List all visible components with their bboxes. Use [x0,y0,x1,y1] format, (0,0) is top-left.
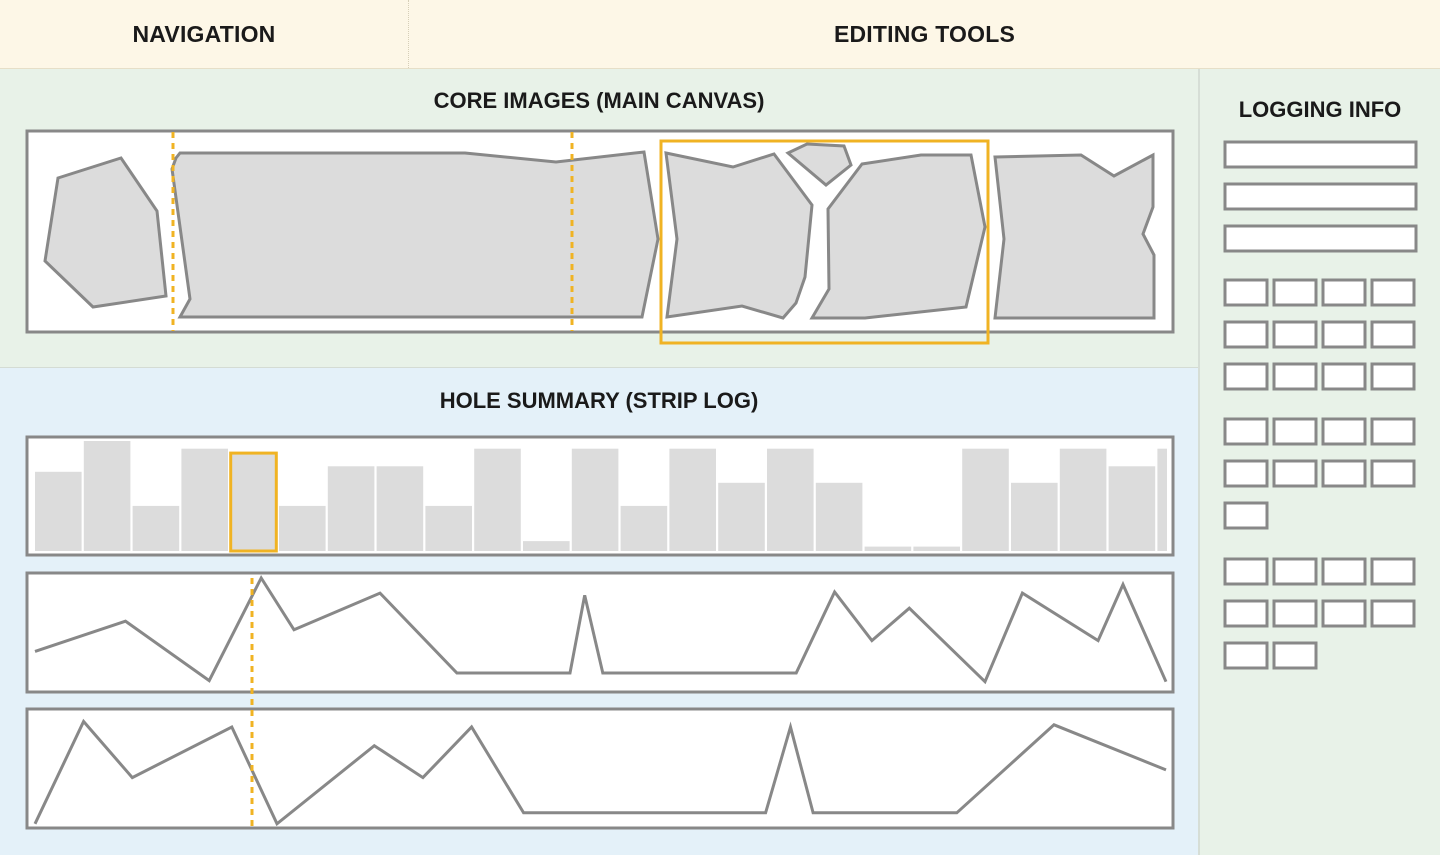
log-field-cell[interactable] [1370,417,1416,446]
strip-bar[interactable] [669,448,716,551]
strip-bar[interactable] [1011,482,1058,551]
core-piece-6[interactable] [993,152,1156,320]
log-field-cell[interactable] [1272,641,1318,670]
log-field-cell[interactable] [1321,362,1367,391]
log-field-cell[interactable] [1272,320,1318,349]
logging-info-fields [1223,140,1418,670]
log-field-cell[interactable] [1223,501,1269,530]
log-field-cell[interactable] [1272,599,1318,628]
strip-bar[interactable] [1059,448,1107,551]
strip-bar[interactable] [962,448,1009,551]
strip-bar[interactable] [913,546,960,551]
selection-box[interactable] [659,139,990,345]
log-field-cell[interactable] [1223,641,1269,670]
core-images-title: CORE IMAGES (MAIN CANVAS) [433,88,765,113]
log-field-cell[interactable] [1223,459,1269,488]
log-field-cell[interactable] [1223,362,1269,391]
log-field-cell[interactable] [1370,557,1416,586]
strip-bar[interactable] [327,466,375,551]
log-field-wide[interactable] [1223,140,1418,169]
strip-bar[interactable] [1108,466,1156,551]
strip-bar[interactable] [83,441,131,551]
logging-info-panel: LOGGING INFO [1198,69,1440,855]
logging-info-title: LOGGING INFO [1238,97,1402,122]
log-field-cell[interactable] [1223,599,1269,628]
strip-bar[interactable] [376,466,424,551]
log-field-cell[interactable] [1272,459,1318,488]
strip-bar[interactable] [230,453,277,551]
log-field-cell[interactable] [1370,599,1416,628]
strip-bar[interactable] [474,448,521,551]
core-piece-3[interactable] [664,151,814,320]
log-field-cell[interactable] [1223,557,1269,586]
log-field-cell[interactable] [1223,278,1269,307]
line-track-1-frame [25,571,1175,694]
line-track-2[interactable] [33,718,1167,827]
log-field-cell[interactable] [1272,417,1318,446]
strip-bar[interactable] [718,482,765,551]
log-field-cell[interactable] [1321,557,1367,586]
log-field-cell[interactable] [1321,320,1367,349]
core-images-panel: CORE IMAGES (MAIN CANVAS) [0,69,1198,368]
strip-bar[interactable] [864,546,912,551]
log-field-wide[interactable] [1223,182,1418,211]
log-field-cell[interactable] [1370,459,1416,488]
log-field-cell[interactable] [1223,417,1269,446]
log-field-wide[interactable] [1223,224,1418,253]
log-field-cell[interactable] [1223,320,1269,349]
log-field-cell[interactable] [1321,417,1367,446]
strip-bar[interactable] [181,448,228,551]
bar-selection-box[interactable] [229,451,278,553]
navigation-section[interactable]: NAVIGATION [0,0,409,68]
editing-tools-section[interactable]: EDITING TOOLS [409,0,1440,68]
bar-track[interactable] [35,441,1167,553]
log-field-cell[interactable] [1321,459,1367,488]
hole-summary-title: HOLE SUMMARY (STRIP LOG) [439,388,759,413]
editing-tools-label: EDITING TOOLS [833,20,1016,47]
strip-bar[interactable] [1157,448,1167,551]
strip-bar[interactable] [279,505,326,551]
core-piece-1[interactable] [43,156,168,309]
navigation-label: NAVIGATION [132,20,276,47]
hole-summary-panel: HOLE SUMMARY (STRIP LOG) [0,368,1198,855]
log-field-cell[interactable] [1321,599,1367,628]
strip-bar[interactable] [815,482,863,551]
core-piece-5[interactable] [809,153,987,320]
log-field-cell[interactable] [1272,278,1318,307]
line-track-1[interactable] [34,574,1168,685]
strip-bar[interactable] [132,505,180,551]
log-field-cell[interactable] [1321,278,1367,307]
strip-bar[interactable] [35,471,82,551]
strip-bar[interactable] [425,505,472,551]
strip-bar[interactable] [523,541,570,551]
log-field-cell[interactable] [1370,320,1416,349]
strip-bar[interactable] [620,505,668,551]
strip-log-canvas[interactable] [0,368,1198,855]
core-piece-4[interactable] [785,142,853,187]
log-field-cell[interactable] [1370,362,1416,391]
line-track-2-frame [25,707,1175,830]
log-field-cell[interactable] [1370,278,1416,307]
log-field-cell[interactable] [1272,362,1318,391]
header-bar: NAVIGATION EDITING TOOLS [0,0,1440,69]
strip-bar[interactable] [767,448,814,551]
log-field-cell[interactable] [1272,557,1318,586]
strip-bar[interactable] [571,448,619,551]
core-canvas[interactable] [0,69,1198,367]
core-piece-2[interactable] [170,150,660,319]
